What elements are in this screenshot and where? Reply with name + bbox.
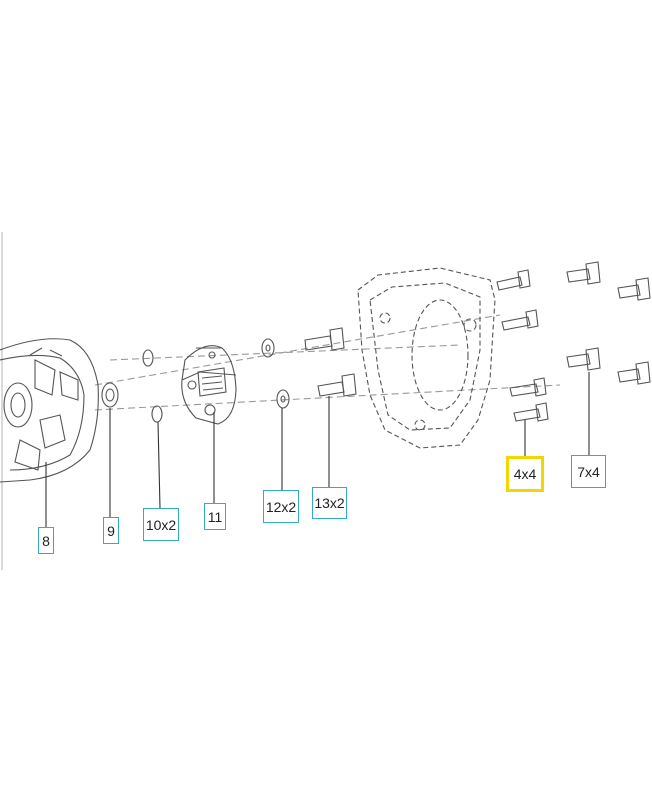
clutch-part-11	[181, 345, 237, 425]
callout-part-8[interactable]: 8	[38, 527, 54, 554]
assembly-axis-lines	[94, 314, 561, 411]
callout-part-9[interactable]: 9	[103, 517, 119, 544]
callout-part-13[interactable]: 13x2	[312, 487, 347, 519]
callout-part-12[interactable]: 12x2	[263, 490, 299, 523]
callout-part-11[interactable]: 11	[204, 503, 226, 530]
callout-part-10[interactable]: 10x2	[143, 508, 179, 541]
crankcase-housing	[357, 267, 496, 449]
callout-part-4-selected[interactable]: 4x4	[506, 456, 544, 492]
washers-part-12	[261, 338, 290, 409]
washers-part-10	[142, 349, 163, 423]
leader-lines	[45, 372, 590, 527]
nut-part-9	[101, 382, 119, 408]
callout-part-7[interactable]: 7x4	[571, 455, 606, 488]
bolts-part-13	[304, 327, 357, 397]
bolts-part-7	[566, 261, 651, 385]
flywheel-part-8	[0, 338, 99, 483]
screws-part-4	[496, 269, 549, 422]
